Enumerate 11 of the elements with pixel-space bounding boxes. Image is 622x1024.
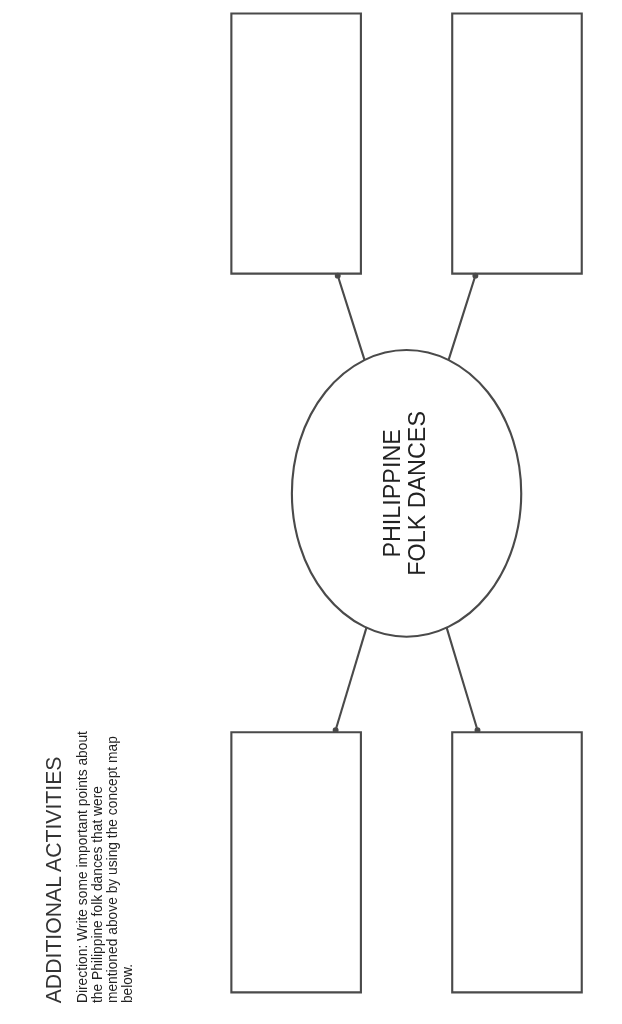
connector xyxy=(334,272,366,360)
node-box xyxy=(451,11,583,275)
node-box xyxy=(230,730,362,993)
connector xyxy=(445,627,481,733)
node-box xyxy=(230,11,362,275)
connector xyxy=(332,627,368,733)
label: Direction: Write some important points about the Philippine folk dances that were mentioned above by using the concept map below. xyxy=(75,730,135,1003)
diagram-title: ADDITIONAL ACTIVITIES xyxy=(42,755,66,1003)
node-box xyxy=(451,730,583,993)
connector xyxy=(447,272,479,360)
node-ellipse: PHILIPPINE FOLK DANCES xyxy=(290,348,523,638)
